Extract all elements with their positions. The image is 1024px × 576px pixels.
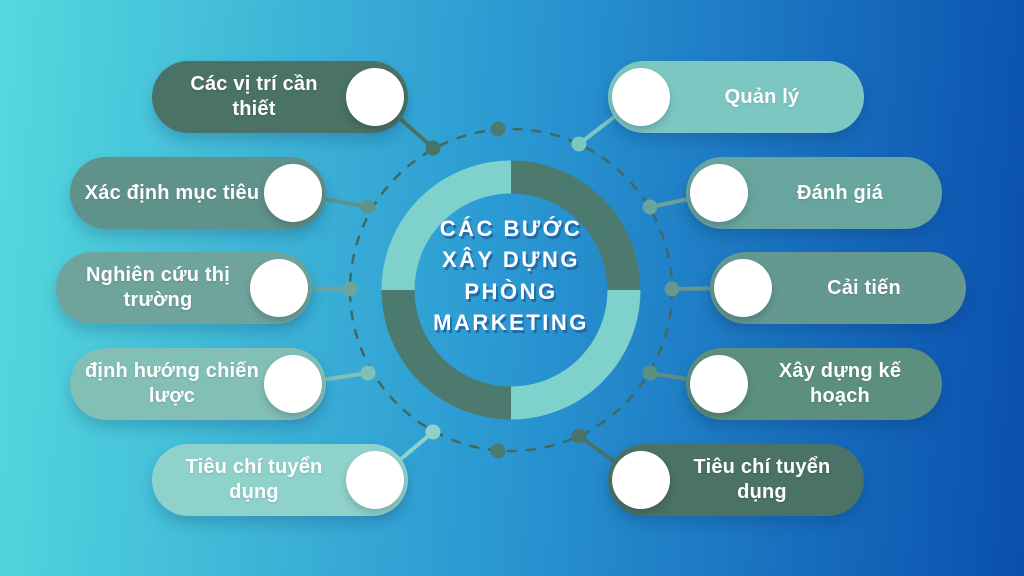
- center-title: CÁC BƯỚC XÂY DỰNG PHÒNG MARKETING: [433, 216, 589, 336]
- step-circle: [346, 68, 404, 126]
- step-circle: [346, 451, 404, 509]
- orbit-dot-bottom: [490, 443, 506, 459]
- orbit-dot-r4: [642, 365, 658, 381]
- step-circle: [250, 259, 308, 317]
- step-label: Xác định mục tiêu: [84, 181, 260, 204]
- step-label: Cải tiến: [827, 276, 901, 299]
- orbit-dot-l2: [360, 199, 376, 215]
- step-pill-cac-vi-tri-can-thiet: Các vị trí cần thiết: [152, 61, 408, 133]
- step-pill-tieu-chi-tuyen-dung-left: Tiêu chí tuyển dụng: [152, 444, 408, 516]
- step-circle: [264, 164, 322, 222]
- orbit-dot-r3: [664, 281, 680, 297]
- orbit-dot-l1: [425, 140, 441, 156]
- ring-quadrant-sw: [381, 289, 512, 420]
- ring-quadrant-nw: [381, 160, 512, 291]
- step-label: Quản lý: [724, 85, 800, 108]
- step-pill-nghien-cuu-thi-truong: Nghiên cứu thị trường: [56, 252, 312, 324]
- step-pill-quan-ly: Quản lý: [608, 61, 864, 133]
- step-label: Đánh giá: [796, 181, 884, 204]
- step-circle: [612, 68, 670, 126]
- step-pill-tieu-chi-tuyen-dung-right: Tiêu chí tuyển dụng: [608, 444, 864, 516]
- orbit-dot-r2: [642, 199, 658, 215]
- step-circle: [690, 164, 748, 222]
- step-label: Các vị trí cần thiết: [190, 73, 318, 120]
- orbit-dot-l4: [360, 365, 376, 381]
- step-label: định hướng chiến lược: [84, 360, 260, 407]
- step-label: Tiêu chí tuyển dụng: [185, 456, 323, 503]
- step-circle: [264, 355, 322, 413]
- step-label: Tiêu chí tuyển dụng: [693, 456, 831, 503]
- orbit-dot-r1: [571, 136, 587, 152]
- step-circle: [690, 355, 748, 413]
- step-pill-xac-dinh-muc-tieu: Xác định mục tiêu: [70, 157, 326, 229]
- orbit-dot-l5: [425, 424, 441, 440]
- orbit-dot-top: [490, 121, 506, 137]
- orbit-dot-r5: [571, 428, 587, 444]
- orbit-dot-l3: [342, 281, 358, 297]
- step-pill-danh-gia: Đánh giá: [686, 157, 942, 229]
- step-label: Xây dựng kế hoạch: [778, 360, 902, 407]
- step-circle: [612, 451, 670, 509]
- step-label: Nghiên cứu thị trường: [86, 264, 230, 311]
- ring-quadrant-se: [510, 289, 641, 420]
- step-pill-xay-dung-ke-hoach: Xây dựng kế hoạch: [686, 348, 942, 420]
- step-pill-dinh-huong-chien-luoc: định hướng chiến lược: [70, 348, 326, 420]
- step-pill-cai-tien: Cải tiến: [710, 252, 966, 324]
- step-circle: [714, 259, 772, 317]
- ring-quadrant-ne: [510, 160, 641, 291]
